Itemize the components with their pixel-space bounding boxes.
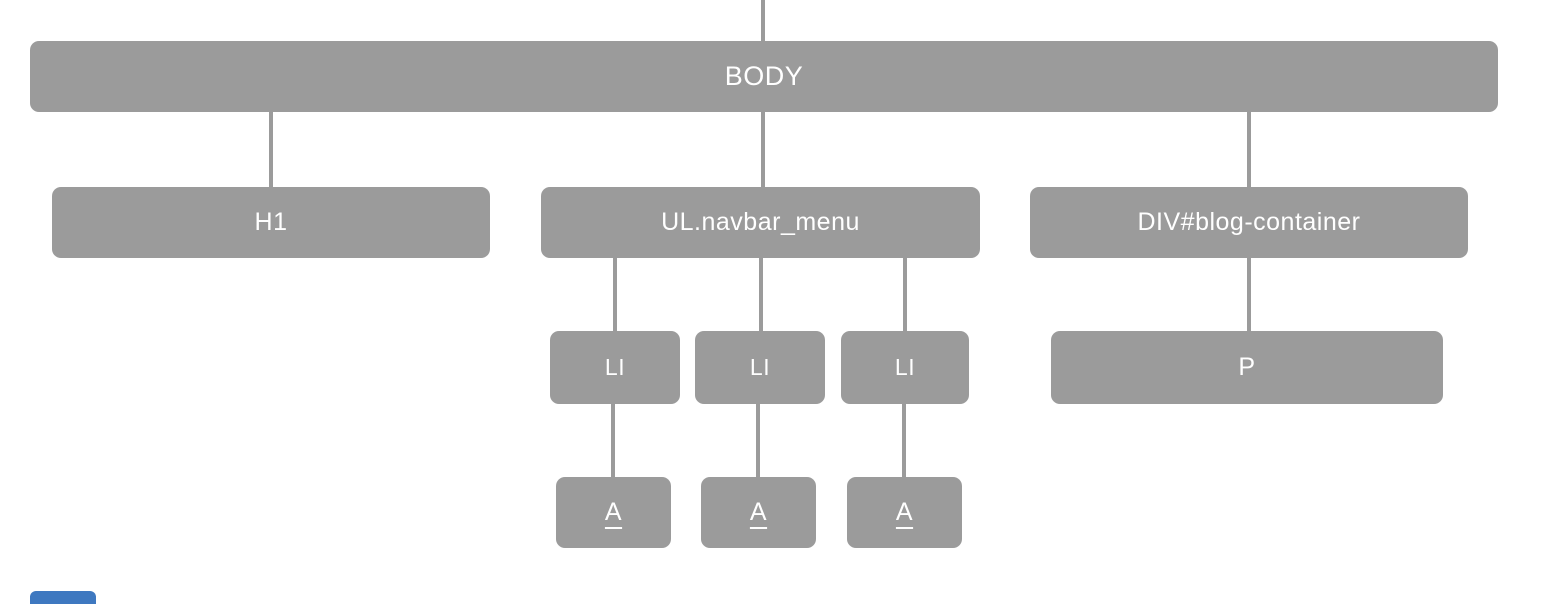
node-li-1: LI	[550, 331, 680, 404]
connector-ul-to-li2	[759, 258, 763, 331]
connector-ul-to-li1	[613, 258, 617, 331]
node-body-label: BODY	[724, 61, 804, 91]
connector-body-to-h1	[269, 112, 273, 187]
node-li-3: LI	[841, 331, 969, 404]
node-a-3-label: A	[895, 498, 914, 526]
connector-body-to-ul	[761, 112, 765, 187]
node-div-label: DIV#blog-container	[1137, 208, 1361, 236]
node-a-1-label: A	[604, 498, 623, 526]
node-a-1: A	[556, 477, 671, 548]
node-li-1-label: LI	[604, 354, 626, 380]
node-p: P	[1051, 331, 1443, 404]
node-li-2: LI	[695, 331, 825, 404]
node-a-2-label: A	[749, 498, 768, 526]
node-a-2: A	[701, 477, 816, 548]
connector-li3-to-a3	[902, 404, 906, 477]
partial-blue-element	[30, 591, 96, 604]
node-a-3: A	[847, 477, 962, 548]
connector-ul-to-li3	[903, 258, 907, 331]
node-ul-label: UL.navbar_menu	[661, 208, 860, 236]
node-p-label: P	[1238, 353, 1256, 381]
node-h1-label: H1	[254, 208, 288, 236]
node-li-3-label: LI	[894, 354, 916, 380]
connector-li2-to-a2	[756, 404, 760, 477]
node-li-2-label: LI	[749, 354, 771, 380]
connector-parent-to-body	[761, 0, 765, 41]
connector-li1-to-a1	[611, 404, 615, 477]
connector-body-to-div	[1247, 112, 1251, 187]
connector-div-to-p	[1247, 258, 1251, 331]
node-div-blog-container: DIV#blog-container	[1030, 187, 1468, 258]
node-h1: H1	[52, 187, 490, 258]
node-body: BODY	[30, 41, 1498, 112]
node-ul-navbar-menu: UL.navbar_menu	[541, 187, 980, 258]
